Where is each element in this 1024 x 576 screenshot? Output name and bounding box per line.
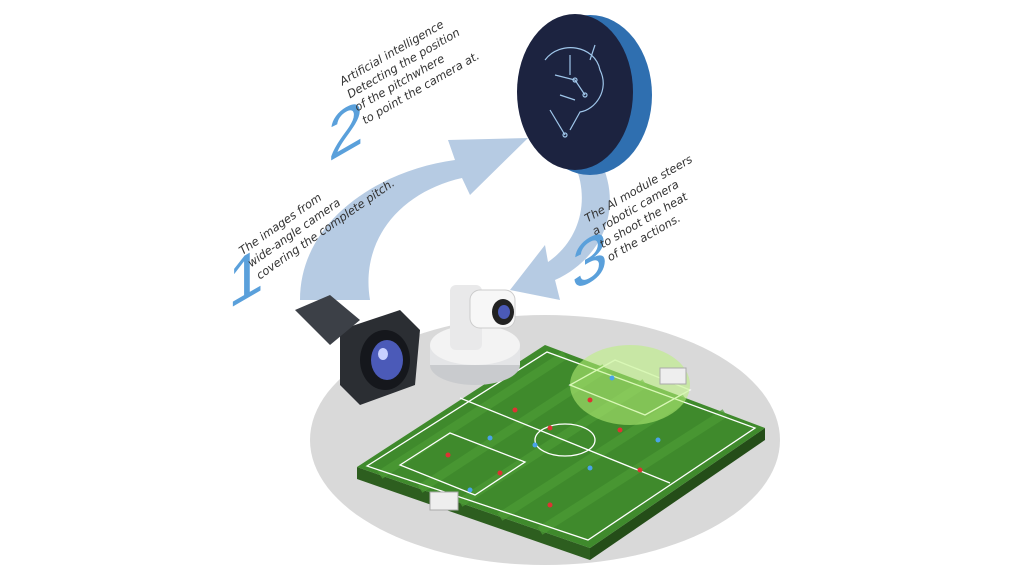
players	[467, 375, 661, 493]
goal	[429, 491, 459, 511]
ai-disc	[517, 14, 652, 175]
robotic-camera	[430, 285, 520, 385]
football-pitch	[357, 345, 765, 560]
players	[445, 397, 643, 508]
brain-circuit-icon	[544, 44, 604, 138]
wide-angle-camera	[295, 295, 420, 405]
arrow-camera-to-ai	[300, 138, 528, 300]
goal	[659, 367, 687, 385]
arrow-ai-to-robot	[510, 160, 610, 300]
spotlight-area	[570, 345, 690, 425]
